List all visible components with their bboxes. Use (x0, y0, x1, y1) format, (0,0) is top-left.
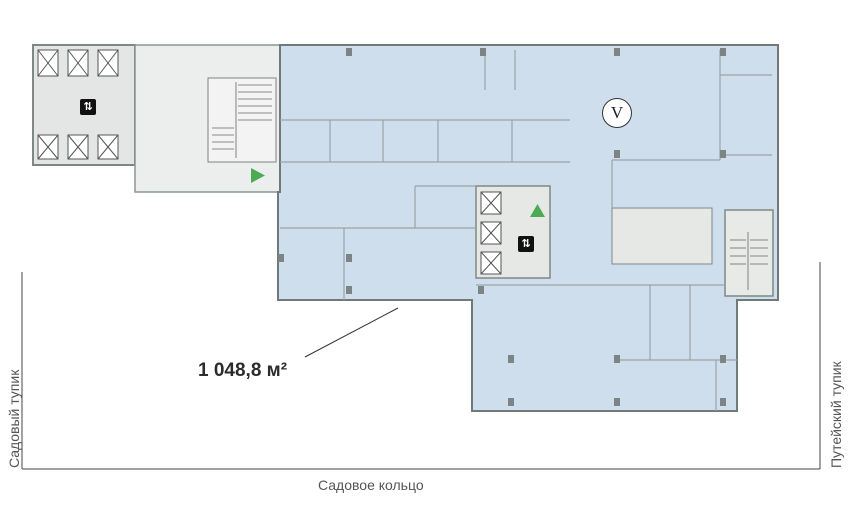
street-label-left: Садовый тупик (6, 369, 22, 468)
right-staircase (730, 232, 768, 290)
v-marker: V (602, 98, 632, 128)
center-elevators (480, 191, 502, 275)
elevator-group-bottom (37, 134, 119, 160)
wc-block (611, 207, 713, 265)
area-label: 1 048,8 м² (198, 360, 288, 381)
area-leader (304, 307, 399, 358)
entrance-arrow-left (251, 168, 265, 183)
lift-badge-center: ⇅ (518, 236, 534, 252)
street-label-right: Путейский тупик (828, 361, 844, 468)
left-staircase (207, 77, 277, 163)
entrance-arrow-center (530, 204, 545, 217)
partitions (280, 50, 772, 411)
right-stair-core (724, 209, 774, 297)
elevator-group-top (37, 49, 119, 77)
lift-badge-left: ⇅ (80, 99, 96, 115)
structural-columns (278, 48, 726, 406)
street-label-bottom: Садовое кольцо (318, 477, 424, 493)
